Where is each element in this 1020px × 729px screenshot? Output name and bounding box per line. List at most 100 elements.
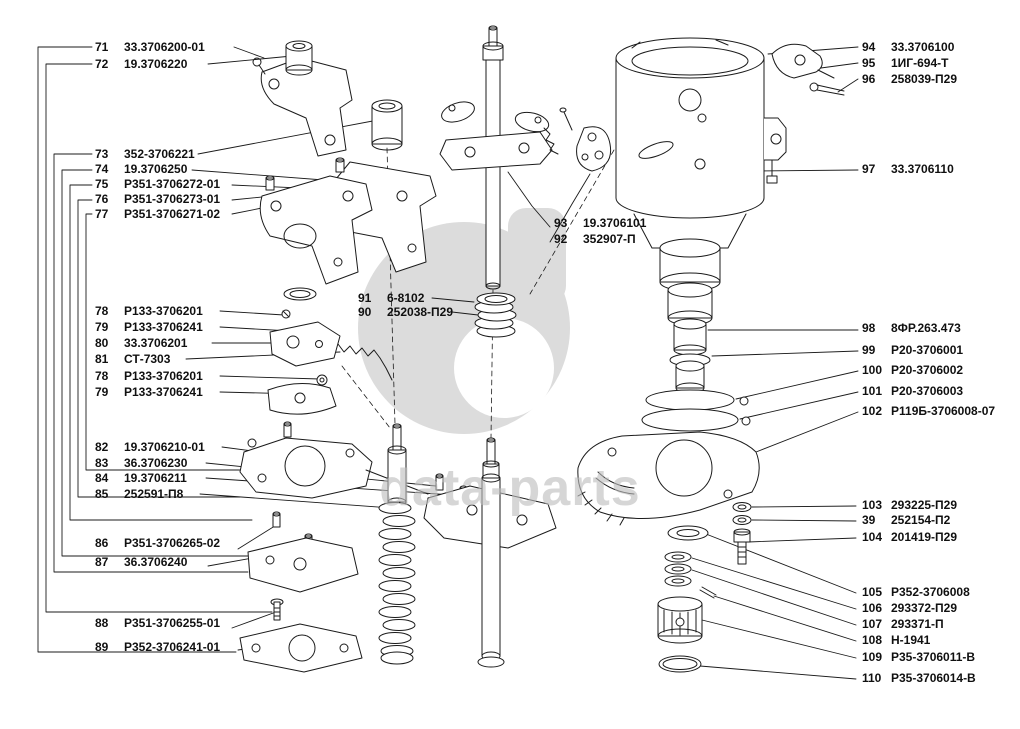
callout-number: 92 xyxy=(554,232,568,246)
callout-108: 108 Н-1941 xyxy=(862,634,930,647)
callout-104: 104 201419-П29 xyxy=(862,531,957,544)
lower-drive-parts xyxy=(657,502,752,673)
part-code: 33.3706201 xyxy=(124,336,188,350)
part-code: Р351-3706272-01 xyxy=(124,177,221,191)
callout-number: 74 xyxy=(95,162,109,176)
callout-93: 93 19.3706101 xyxy=(554,217,646,230)
part-code: Р119Б-3706008-07 xyxy=(891,404,996,418)
lower-shaft-parts xyxy=(378,423,505,668)
callout-71: 71 33.3706200-01 xyxy=(95,41,205,54)
callout-106: 106 293372-П29 xyxy=(862,602,957,615)
part-code: 19.3706210-01 xyxy=(124,440,205,454)
callout-number: 110 xyxy=(862,671,882,685)
part-code: Р351-3706273-01 xyxy=(124,192,221,206)
callout-number: 76 xyxy=(95,192,109,206)
callout-number: 94 xyxy=(862,40,876,54)
part-code: 1ИГ-694-Т xyxy=(891,56,949,70)
part-code: 252038-П29 xyxy=(387,305,454,319)
part-code: Р133-3706241 xyxy=(124,385,203,399)
callout-number: 106 xyxy=(862,601,883,615)
part-code: Н-1941 xyxy=(891,633,931,647)
callout-80: 80 33.3706201 xyxy=(95,337,187,350)
callout-number: 103 xyxy=(862,498,883,512)
callout-number: 75 xyxy=(95,177,109,191)
callout-number: 104 xyxy=(862,530,883,544)
watermark-text: data-parts xyxy=(379,459,641,517)
part-code: 201419-П29 xyxy=(891,530,958,544)
callout-number: 73 xyxy=(95,147,109,161)
callout-number: 79 xyxy=(95,385,109,399)
callout-number: 85 xyxy=(95,487,109,501)
part-code: 19.3706101 xyxy=(583,216,647,230)
part-code: 33.3706200-01 xyxy=(124,40,205,54)
callout-102: 102 Р119Б-3706008-07 xyxy=(862,405,995,418)
distributor-housing-parts xyxy=(577,37,787,526)
callout-number: 84 xyxy=(95,471,109,485)
callout-number: 89 xyxy=(95,640,109,654)
callout-109: 109 Р35-3706011-В xyxy=(862,651,975,664)
part-code: Р35-3706011-В xyxy=(891,650,976,664)
part-code: 258039-П29 xyxy=(891,72,958,86)
callout-number: 101 xyxy=(862,384,883,398)
callout-number: 91 xyxy=(358,291,372,305)
callout-79: 79 Р133-3706241 xyxy=(95,386,203,399)
part-code: 36.3706230 xyxy=(124,456,188,470)
part-code: Р133-3706241 xyxy=(124,320,203,334)
octane-corrector-parts xyxy=(252,40,403,157)
part-code: Р352-3706241-01 xyxy=(124,640,221,654)
part-code: Р352-3706008 xyxy=(891,585,970,599)
callout-number: 108 xyxy=(862,633,883,647)
callout-88: 88 Р351-3706255-01 xyxy=(95,617,220,630)
part-code: Р351-3706265-02 xyxy=(124,536,221,550)
callout-75: 75 Р351-3706272-01 xyxy=(95,178,220,191)
part-code: 33.3706110 xyxy=(891,162,954,176)
callout-number: 71 xyxy=(95,40,109,54)
callout-number: 39 xyxy=(862,513,876,527)
part-code: 293225-П29 xyxy=(891,498,958,512)
callout-number: 100 xyxy=(862,363,883,377)
callout-number: 99 xyxy=(862,343,876,357)
drive-shaft-parts xyxy=(439,25,612,338)
part-code: Р20-3706002 xyxy=(891,363,964,377)
part-code: СТ-7303 xyxy=(124,352,171,366)
part-code: Р133-3706201 xyxy=(124,304,203,318)
callout-83: 83 36.3706230 xyxy=(95,457,187,470)
callout-number: 83 xyxy=(95,456,109,470)
part-code: Р351-3706255-01 xyxy=(124,616,221,630)
callout-number: 102 xyxy=(862,404,883,418)
callout-39: 39 252154-П2 xyxy=(862,514,950,527)
watermark-logo xyxy=(358,208,570,434)
callout-100: 100 Р20-3706002 xyxy=(862,364,963,377)
lower-plate-parts xyxy=(239,511,363,673)
callout-number: 109 xyxy=(862,650,883,664)
callout-103: 103 293225-П29 xyxy=(862,499,957,512)
clamp-lever-parts xyxy=(771,43,845,96)
part-code: 293372-П29 xyxy=(891,601,958,615)
callout-number: 88 xyxy=(95,616,109,630)
part-code: Р35-3706014-В xyxy=(891,671,976,685)
callout-number: 78 xyxy=(95,369,109,383)
part-code: 252154-П2 xyxy=(891,513,951,527)
callout-number: 98 xyxy=(862,321,876,335)
callout-number: 87 xyxy=(95,555,109,569)
callout-number: 93 xyxy=(554,216,568,230)
callout-73: 73 352-3706221 xyxy=(95,148,195,161)
part-code: 352-3706221 xyxy=(124,147,195,161)
callout-number: 80 xyxy=(95,336,109,350)
